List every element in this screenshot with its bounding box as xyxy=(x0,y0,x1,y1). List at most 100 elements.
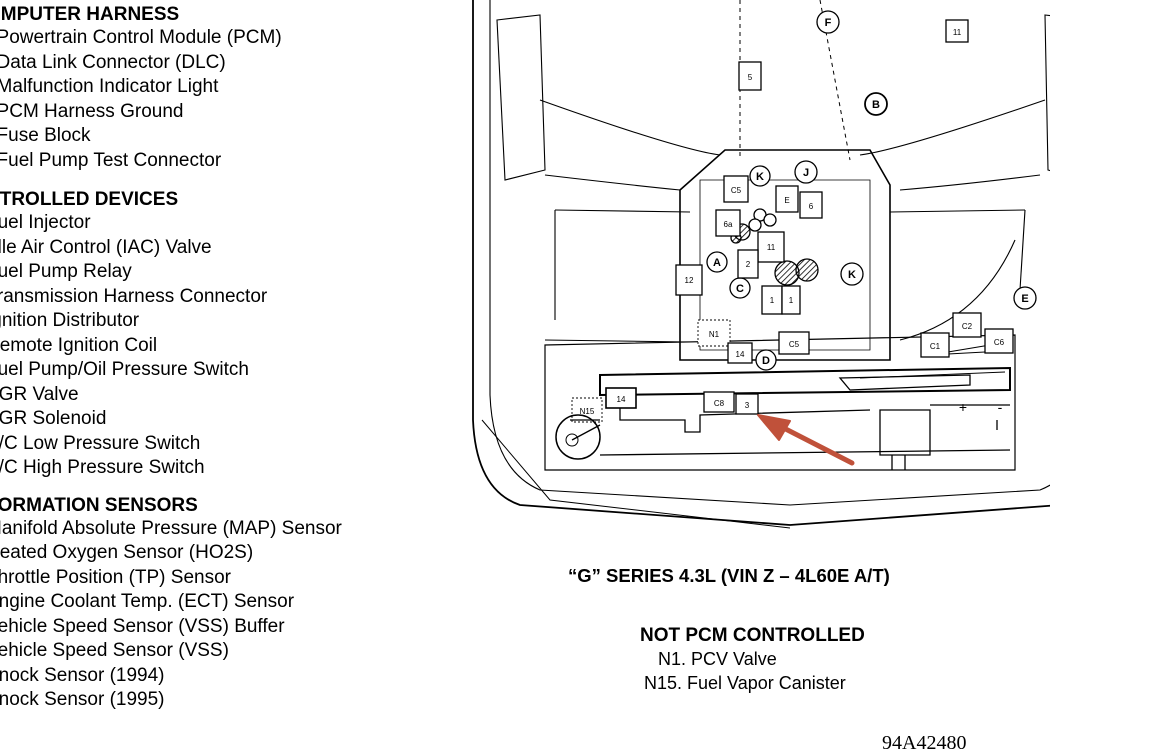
controlled-devices-section: NTROLLED DEVICES Fuel Injector Idle Air … xyxy=(0,189,456,481)
svg-text:F: F xyxy=(825,17,832,29)
circle-j: J xyxy=(794,160,818,184)
transmission-frame xyxy=(544,334,1016,471)
legend-item: Knock Sensor (1995) xyxy=(0,689,165,710)
svg-text:C1: C1 xyxy=(930,342,941,351)
legend-item: Manifold Absolute Pressure (MAP) Sensor xyxy=(0,517,342,539)
svg-text:12: 12 xyxy=(685,276,694,285)
svg-text:C2: C2 xyxy=(962,322,973,331)
svg-text:2: 2 xyxy=(746,260,751,269)
svg-text:14: 14 xyxy=(617,395,626,404)
box-2: 2 xyxy=(737,249,759,279)
legend-item: Fuel Pump/Oil Pressure Switch xyxy=(0,359,249,380)
circle-markers: F B K J A C K E D xyxy=(706,10,1037,371)
controlled-devices-title: NTROLLED DEVICES xyxy=(0,189,179,210)
svg-text:C5: C5 xyxy=(789,340,800,349)
svg-text:D: D xyxy=(762,355,770,367)
svg-text:3: 3 xyxy=(745,401,750,410)
box-6a: 6a xyxy=(715,209,741,237)
not-pcm-controlled-title: NOT PCM CONTROLLED xyxy=(640,625,865,646)
legend-item: . Powertrain Control Module (PCM) xyxy=(0,27,282,48)
box-c8: C8 xyxy=(703,391,735,413)
box-6: 6 xyxy=(799,191,823,219)
not-pcm-controlled-section: NOT PCM CONTROLLED N1. PCV Valve N15. Fu… xyxy=(640,625,865,695)
legend-item: Remote Ignition Coil xyxy=(0,334,158,356)
hatched-components xyxy=(730,208,819,286)
svg-text:14: 14 xyxy=(736,350,745,359)
highlight-arrow xyxy=(757,414,855,466)
circle-b: B xyxy=(864,92,888,116)
svg-text:J: J xyxy=(803,167,809,179)
box-c5: C5 xyxy=(723,175,749,203)
legend-item: Heated Oxygen Sensor (HO2S) xyxy=(0,542,254,563)
circle-k-right: K xyxy=(840,262,864,286)
box-c6: C6 xyxy=(984,328,1014,354)
information-sensors-title: FORMATION SENSORS xyxy=(0,494,198,516)
computer-harness-title: OMPUTER HARNESS xyxy=(0,4,180,25)
svg-text:11: 11 xyxy=(767,243,776,252)
box-n1: N1 xyxy=(697,319,731,347)
box-c1: C1 xyxy=(920,332,950,358)
svg-text:K: K xyxy=(756,171,764,183)
svg-text:E: E xyxy=(784,196,789,205)
circle-e: E xyxy=(1013,286,1037,310)
legend-item: EGR Valve xyxy=(0,383,79,405)
svg-text:5: 5 xyxy=(748,73,753,82)
component-legend: OMPUTER HARNESS . Powertrain Control Mod… xyxy=(0,4,456,713)
figure-number: 94A42480 xyxy=(882,732,967,754)
not-pcm-item: N1. PCV Valve xyxy=(658,649,777,669)
box-c5b: C5 xyxy=(778,331,810,355)
svg-text:1: 1 xyxy=(789,296,794,305)
legend-item: . PCM Harness Ground xyxy=(0,100,184,122)
box-11: 11 xyxy=(945,19,969,43)
svg-text:N1: N1 xyxy=(709,330,720,339)
svg-text:E: E xyxy=(1021,293,1028,305)
battery-plus-label: + xyxy=(959,399,967,415)
svg-text:B: B xyxy=(872,99,880,111)
circle-a: A xyxy=(706,251,728,273)
legend-item: Knock Sensor (1994) xyxy=(0,664,165,686)
box-5: 5 xyxy=(738,61,762,91)
not-pcm-item: N15. Fuel Vapor Canister xyxy=(644,673,846,693)
circle-k-top: K xyxy=(749,165,771,187)
computer-harness-section: OMPUTER HARNESS . Powertrain Control Mod… xyxy=(0,4,456,173)
circle-d: D xyxy=(755,349,777,371)
legend-item: Transmission Harness Connector xyxy=(0,285,268,307)
box-14: 14 xyxy=(727,342,753,364)
legend-item: Vehicle Speed Sensor (VSS) Buffer xyxy=(0,615,285,637)
box-3: 3 xyxy=(735,393,759,415)
legend-item: . Fuel Pump Test Connector xyxy=(0,149,222,171)
box-e: E xyxy=(775,185,799,213)
circle-c: C xyxy=(729,277,751,299)
legend-item: . Data Link Connector (DLC) xyxy=(0,51,226,73)
legend-item: Ignition Distributor xyxy=(0,310,140,331)
legend-item: A/C High Pressure Switch xyxy=(0,457,205,478)
svg-text:11: 11 xyxy=(953,28,962,37)
pressure-lines xyxy=(947,344,991,355)
svg-text:C: C xyxy=(736,283,744,295)
svg-text:C8: C8 xyxy=(714,399,725,408)
svg-text:C6: C6 xyxy=(994,338,1005,347)
legend-item: Engine Coolant Temp. (ECT) Sensor xyxy=(0,591,295,612)
legend-item: A/C Low Pressure Switch xyxy=(0,432,201,454)
battery-minus-label: - xyxy=(998,399,1003,415)
legend-item: . Malfunction Indicator Light xyxy=(0,76,219,97)
information-sensors-section: FORMATION SENSORS Manifold Absolute Pres… xyxy=(0,495,456,713)
box-1b: 1 xyxy=(781,285,801,315)
legend-item: . Fuse Block xyxy=(0,125,91,146)
circle-f: F xyxy=(816,10,840,34)
box-14b: 14 xyxy=(605,387,637,409)
box-11b: 11 xyxy=(757,231,785,263)
legend-item: EGR Solenoid xyxy=(0,408,107,429)
legend-item: Fuel Pump Relay xyxy=(0,261,132,282)
legend-item: Vehicle Speed Sensor (VSS) xyxy=(0,640,229,661)
legend-item: Throttle Position (TP) Sensor xyxy=(0,566,231,588)
legend-item: Idle Air Control (IAC) Valve xyxy=(0,236,212,258)
svg-text:C5: C5 xyxy=(731,186,742,195)
svg-text:K: K xyxy=(848,269,856,281)
svg-text:6: 6 xyxy=(809,202,814,211)
svg-text:6a: 6a xyxy=(724,220,733,229)
box-12: 12 xyxy=(675,264,703,296)
component-boxes: 11 5 C5 E 6 6a 11 2 12 1 1 N1 14 C5 C2 C… xyxy=(571,19,1014,423)
engine-compartment-diagram: F B K J A C K E D 11 5 C5 E 6 6a 11 2 12… xyxy=(472,0,1050,529)
vehicle-outline xyxy=(472,0,1050,529)
